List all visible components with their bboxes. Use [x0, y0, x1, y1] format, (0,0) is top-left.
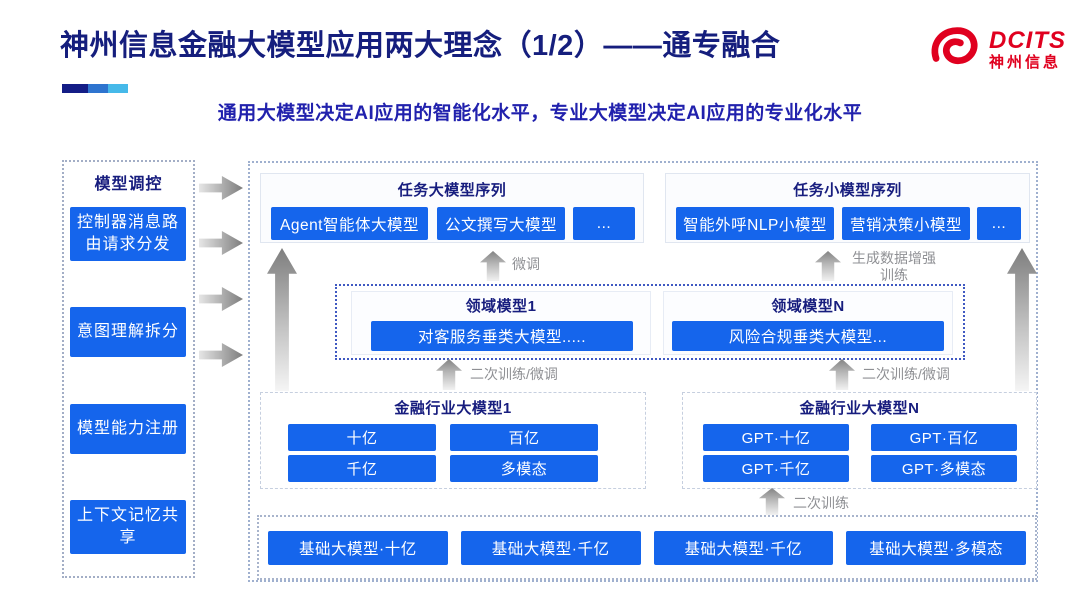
arrow-right-icon — [199, 343, 243, 367]
industry-model-n-title: 金融行业大模型N — [799, 400, 920, 417]
scale-10b-box: 百亿 — [450, 424, 598, 451]
main-architecture-panel: 任务大模型序列 Agent智能体大模型 公文撰写大模型 ... 任务小模型序列 … — [248, 161, 1038, 582]
arrow-up-icon — [815, 251, 841, 281]
sidebar-item-capability-register: 模型能力注册 — [70, 404, 186, 454]
logo-text-en: DCITS — [989, 26, 1066, 54]
model-control-panel: 模型调控 控制器消息路由请求分发 意图理解拆分 模型能力注册 上下文记忆共享 — [62, 160, 195, 578]
accent-bar-cyan — [108, 84, 128, 93]
arrow-up-icon — [1007, 248, 1037, 391]
logo-text-cn: 神州信息 — [989, 53, 1062, 71]
foundation-100b-box-b: 基础大模型·千亿 — [653, 530, 834, 565]
retrain-finetune-label-left: 二次训练/微调 — [470, 366, 558, 382]
marketing-decision-model-box: 营销决策小模型 — [842, 207, 970, 240]
scale-100b-box: 千亿 — [288, 455, 436, 482]
foundation-multimodal-box: 基础大模型·多模态 — [846, 530, 1026, 565]
foundation-models-container: 基础大模型·十亿 基础大模型·千亿 基础大模型·千亿 基础大模型·多模态 — [257, 515, 1037, 580]
gpt-100b-box: GPT·千亿 — [703, 455, 849, 482]
domain-model-n-title: 领域模型N — [771, 298, 845, 315]
dcits-logo: DCITS 神州信息 — [928, 22, 1066, 76]
arrow-right-icon — [199, 231, 243, 255]
arrow-up-icon — [480, 251, 506, 281]
industry-model-1-group: 金融行业大模型1 十亿 百亿 千亿 多模态 — [260, 392, 646, 489]
domain-model-n-group: 领域模型N 风险合规垂类大模型... — [663, 291, 953, 355]
arrow-up-icon — [267, 248, 297, 391]
sidebar-item-message-routing: 控制器消息路由请求分发 — [70, 207, 186, 261]
retrain-label: 二次训练 — [793, 495, 849, 511]
sidebar-item-intent-split: 意图理解拆分 — [70, 307, 186, 357]
domain-models-container: 领域模型1 对客服务垂类大模型..... 领域模型N 风险合规垂类大模型... — [335, 284, 965, 360]
arrow-up-icon — [829, 359, 855, 390]
foundation-100b-box-a: 基础大模型·千亿 — [460, 530, 641, 565]
augment-training-label: 生成数据增强训练 — [852, 250, 936, 283]
arrow-right-icon — [199, 287, 243, 311]
accent-bar-navy — [62, 84, 88, 93]
gpt-multimodal-box: GPT·多模态 — [871, 455, 1017, 482]
model-control-title: 模型调控 — [94, 176, 163, 193]
document-writing-model-box: 公文撰写大模型 — [437, 207, 565, 240]
arrow-right-icon — [199, 176, 243, 200]
sidebar-item-context-memory: 上下文记忆共享 — [70, 500, 186, 554]
domain-model-1-group: 领域模型1 对客服务垂类大模型..... — [351, 291, 651, 355]
gpt-10b-box: GPT·百亿 — [871, 424, 1017, 451]
industry-model-n-group: 金融行业大模型N GPT·十亿 GPT·百亿 GPT·千亿 GPT·多模态 — [682, 392, 1037, 489]
scale-1b-box: 十亿 — [288, 424, 436, 451]
task-large-ellipsis-box: ... — [573, 207, 635, 240]
arrow-up-icon — [759, 488, 785, 515]
task-large-model-title: 任务大模型序列 — [397, 182, 507, 199]
customer-service-model-box: 对客服务垂类大模型..... — [371, 321, 633, 351]
multimodal-box: 多模态 — [450, 455, 598, 482]
risk-compliance-model-box: 风险合规垂类大模型... — [672, 321, 944, 351]
nlp-outbound-model-box: 智能外呼NLP小模型 — [676, 207, 834, 240]
task-small-model-group: 任务小模型序列 智能外呼NLP小模型 营销决策小模型 ... — [665, 173, 1030, 243]
accent-bar-blue — [88, 84, 108, 93]
page-title: 神州信息金融大模型应用两大理念（1/2）——通专融合 — [60, 30, 781, 62]
task-small-model-title: 任务小模型序列 — [793, 182, 902, 199]
slide-subtitle: 通用大模型决定AI应用的智能化水平，专业大模型决定AI应用的专业化水平 — [217, 103, 863, 124]
agent-large-model-box: Agent智能体大模型 — [271, 207, 428, 240]
task-large-model-group: 任务大模型序列 Agent智能体大模型 公文撰写大模型 ... — [260, 173, 644, 243]
title-accent-bar — [62, 84, 128, 93]
industry-model-1-title: 金融行业大模型1 — [394, 400, 512, 417]
dcits-swirl-icon — [931, 27, 978, 65]
domain-model-1-title: 领域模型1 — [465, 298, 537, 315]
foundation-1b-box: 基础大模型·十亿 — [268, 530, 448, 565]
finetune-label: 微调 — [512, 256, 540, 272]
arrow-up-icon — [436, 359, 462, 390]
gpt-1b-box: GPT·十亿 — [703, 424, 849, 451]
retrain-finetune-label-right: 二次训练/微调 — [862, 366, 950, 382]
task-small-ellipsis-box: ... — [977, 207, 1021, 240]
